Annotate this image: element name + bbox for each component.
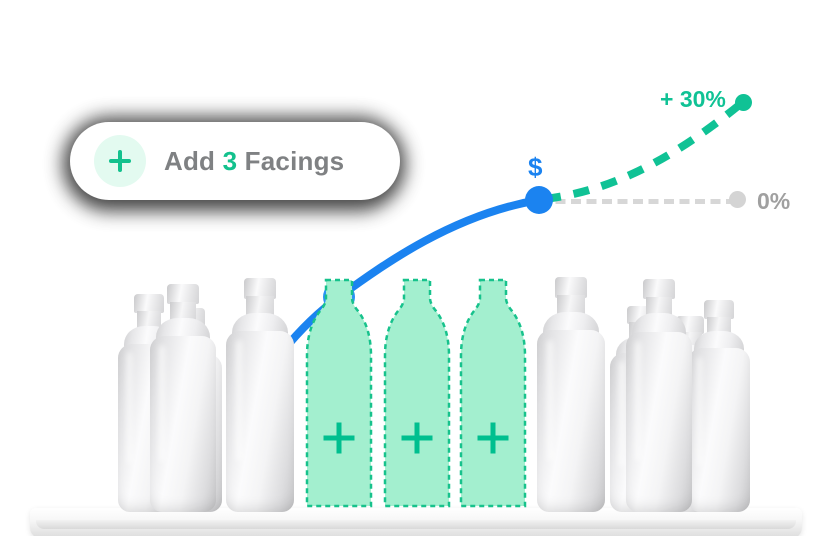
sales-curve-line [278,196,543,356]
curve-node-upper[interactable] [525,186,553,214]
facing-bottle-3[interactable] [453,278,533,510]
plus-icon [323,422,355,454]
add-facings-button[interactable]: Add 3 Facings [70,122,400,200]
gray-bottle [537,276,605,512]
cta-suffix: Facings [237,145,345,176]
cta-count: 3 [222,145,238,176]
plus-icon [477,422,509,454]
gray-bottle [226,277,294,512]
gray-bottle [626,278,692,512]
facing-bottle-1[interactable] [299,278,379,510]
cta-prefix: Add [164,145,223,176]
add-facings-button-label: Add 3 Facings [164,146,344,177]
gridline-middle [72,199,732,202]
shelf-lip [36,520,796,529]
facing-bottle-2[interactable] [377,278,457,510]
baseline-dashed-line [540,199,736,204]
gray-bottle [688,299,750,512]
plus-icon [401,422,433,454]
plus-icon [94,135,146,187]
uplift-endpoint-dot [735,94,752,111]
baseline-label: 0% [757,188,791,214]
dollar-icon: $ [528,152,543,182]
gridline-top [72,101,748,104]
baseline-endpoint-dot [729,191,746,208]
uplift-projection-line [544,98,746,203]
uplift-label: + 30% [660,86,726,112]
gray-bottle [150,283,216,512]
